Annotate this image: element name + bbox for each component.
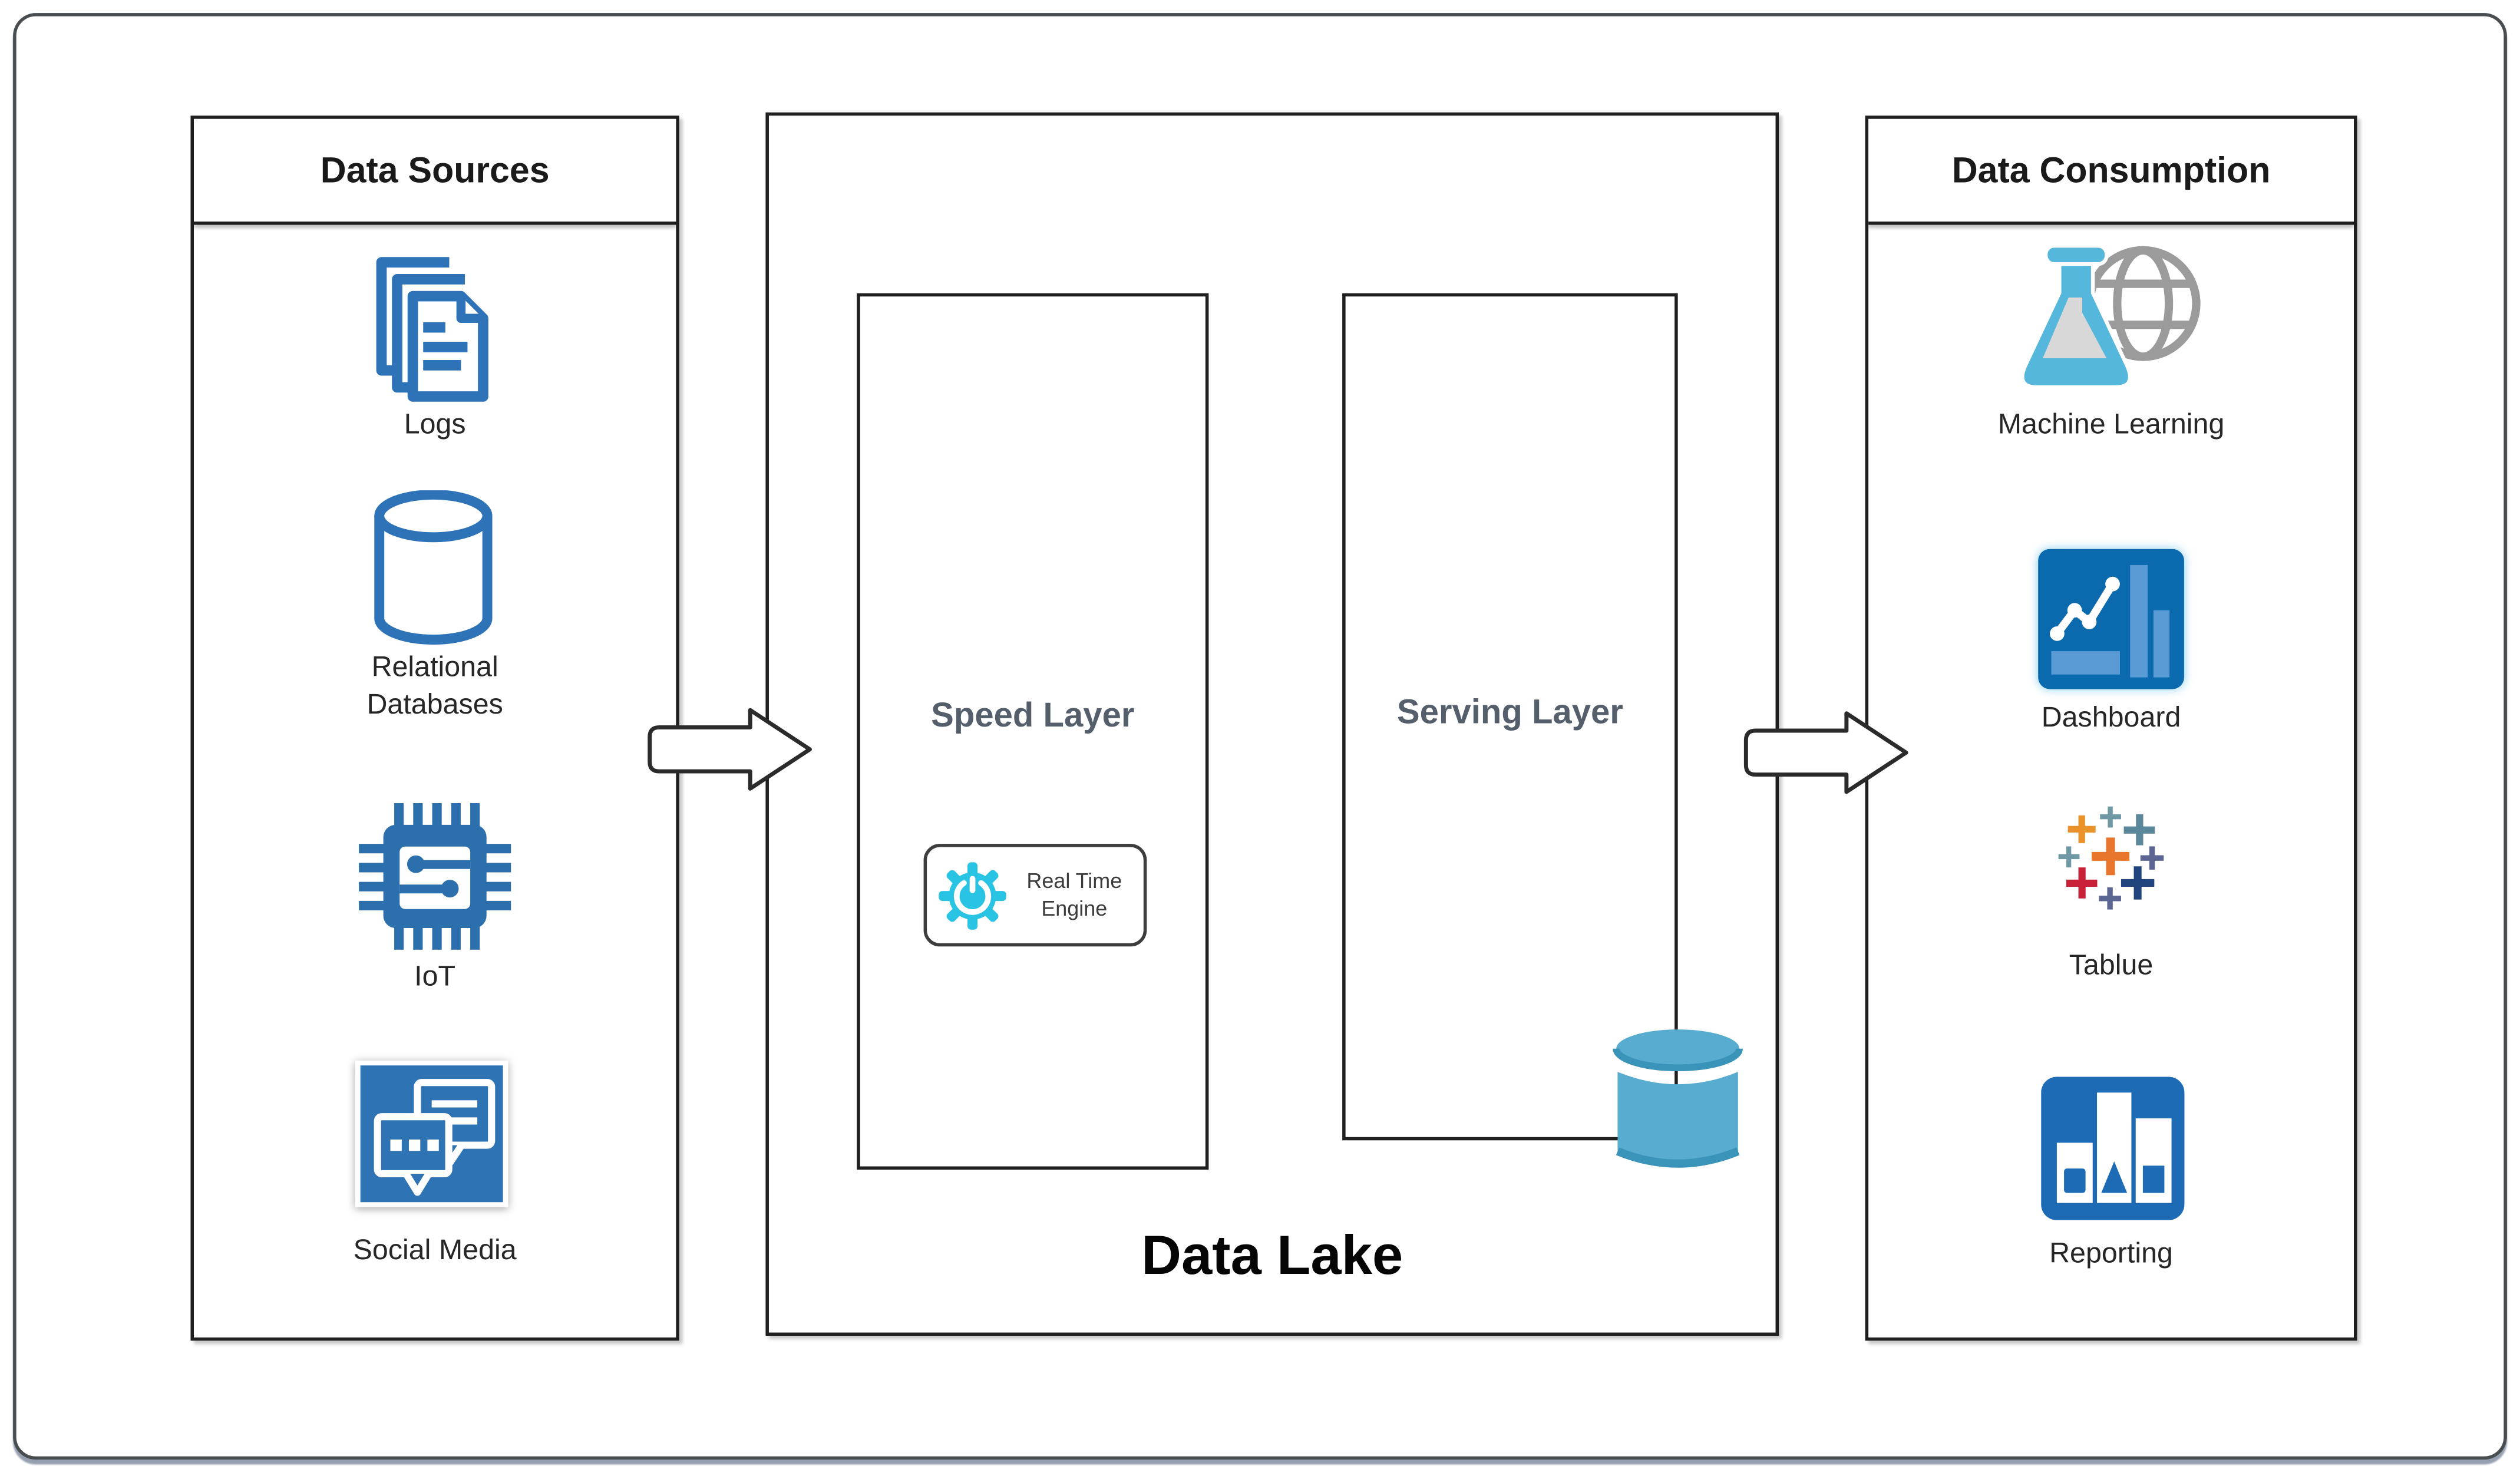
dashboard-chart-icon [2038, 549, 2185, 689]
iot-label: IoT [414, 959, 456, 992]
machine-learning-label: Machine Learning [1997, 407, 2225, 440]
data-lake-title: Data Lake [1141, 1225, 1403, 1287]
data-sources-title: Data Sources [320, 148, 550, 190]
tableau-plus-icon [2058, 806, 2164, 910]
dashboard-label: Dashboard [2041, 700, 2181, 734]
real-time-engine-box: Real Time Engine [923, 844, 1147, 947]
serving-layer-title: Serving Layer [1396, 694, 1623, 732]
relational-databases-label: Relational Databases [366, 650, 503, 720]
flow-arrow-left [648, 708, 812, 791]
real-time-engine-label: Real Time Engine [1026, 869, 1122, 920]
social-media-label: Social Media [353, 1233, 517, 1266]
speed-layer-title: Speed Layer [931, 697, 1135, 735]
data-sources-header: Data Sources [193, 118, 676, 225]
database-cylinder-icon [374, 490, 493, 645]
reporting-label: Reporting [2049, 1236, 2173, 1269]
speed-layer-box: Speed Layer [857, 293, 1209, 1170]
gear-icon [937, 861, 1006, 929]
flask-globe-icon [2020, 243, 2201, 389]
tablue-label: Tablue [2069, 948, 2154, 981]
serving-layer-box: Serving Layer [1342, 293, 1678, 1141]
social-media-icon [355, 1060, 508, 1207]
data-consumption-title: Data Consumption [1951, 148, 2271, 190]
data-lake-panel: Speed Layer [765, 112, 1779, 1336]
data-sources-panel: Data Sources Logs Relational Databases [190, 115, 679, 1341]
iot-chip-icon [359, 803, 511, 950]
data-consumption-header: Data Consumption [1868, 118, 2354, 225]
reporting-bars-icon [2041, 1077, 2185, 1220]
flow-arrow-right [1743, 711, 1908, 794]
serving-storage-cylinder-icon [1613, 1029, 1743, 1168]
logs-label: Logs [404, 407, 466, 440]
data-consumption-panel: Data Consumption Machine Learning [1865, 115, 2357, 1341]
logs-icon [376, 257, 488, 402]
